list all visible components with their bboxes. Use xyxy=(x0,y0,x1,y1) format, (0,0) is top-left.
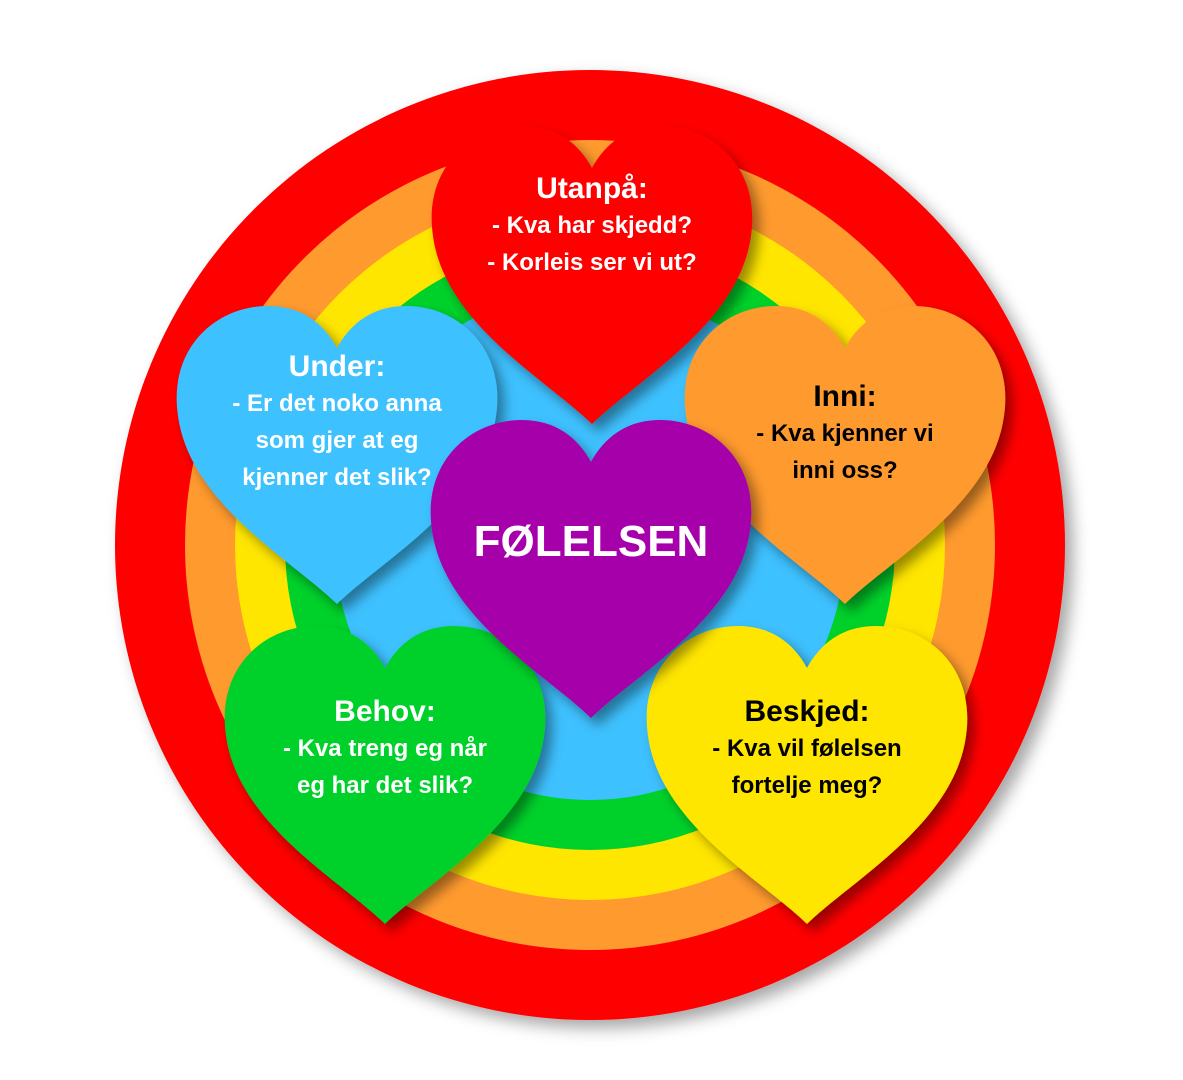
heart-under-path xyxy=(176,306,498,604)
heart-inside-line-1: - Kva kjenner vi xyxy=(756,420,934,447)
heart-outside-text: Utanpå: - Kva har skjedd? - Korleis ser … xyxy=(427,170,757,281)
heart-inside-line-2: inni oss? xyxy=(792,457,898,484)
heart-outside-path xyxy=(431,126,753,424)
heart-center: FØLELSEN xyxy=(426,412,756,722)
heart-message: Beskjed: - Kva vil følelsen fortelje meg… xyxy=(642,618,972,928)
heart-message-title: Beskjed: xyxy=(744,695,870,728)
heart-message-line-1: - Kva vil følelsen xyxy=(712,735,902,762)
heart-message-text: Beskjed: - Kva vil følelsen fortelje meg… xyxy=(642,693,972,804)
heart-center-shape xyxy=(430,420,752,718)
heart-needs: Behov: - Kva treng eg når eg har det sli… xyxy=(220,618,550,928)
heart-under-line-3: kjenner det slik? xyxy=(242,464,432,491)
heart-inside-path xyxy=(684,306,1006,604)
heart-needs-text: Behov: - Kva treng eg når eg har det sli… xyxy=(220,693,550,804)
heart-inside-text: Inni: - Kva kjenner vi inni oss? xyxy=(680,378,1010,489)
heart-needs-title: Behov: xyxy=(334,695,436,728)
heart-under-text: Under: - Er det noko anna som gjer at eg… xyxy=(172,348,502,496)
heart-needs-shape xyxy=(224,626,546,924)
heart-outside-line-2: - Korleis ser vi ut? xyxy=(487,249,697,276)
heart-under-title: Under: xyxy=(288,350,386,383)
heart-under: Under: - Er det noko anna som gjer at eg… xyxy=(172,298,502,608)
heart-under-line-2: som gjer at eg xyxy=(255,427,419,454)
heart-needs-line-2: eg har det slik? xyxy=(296,772,474,799)
heart-inside-title: Inni: xyxy=(813,380,877,413)
heart-message-line-2: fortelje meg? xyxy=(731,772,883,799)
heart-center-path xyxy=(430,420,752,718)
heart-outside-line-1: - Kva har skjedd? xyxy=(491,212,693,239)
heart-inside: Inni: - Kva kjenner vi inni oss? xyxy=(680,298,1010,608)
heart-under-line-1: - Er det noko anna xyxy=(232,390,442,417)
heart-outside-shape xyxy=(431,126,753,424)
heart-message-shape xyxy=(646,626,968,924)
center-label: FØLELSEN xyxy=(473,517,709,566)
heart-outside-title: Utanpå: xyxy=(536,172,648,205)
heart-center-text: FØLELSEN xyxy=(426,516,756,568)
heart-outside: Utanpå: - Kva har skjedd? - Korleis ser … xyxy=(427,118,757,428)
heart-inside-shape xyxy=(684,306,1006,604)
heart-needs-line-1: - Kva treng eg når xyxy=(282,735,488,762)
heart-needs-path xyxy=(224,626,546,924)
heart-under-shape xyxy=(176,306,498,604)
heart-message-path xyxy=(646,626,968,924)
